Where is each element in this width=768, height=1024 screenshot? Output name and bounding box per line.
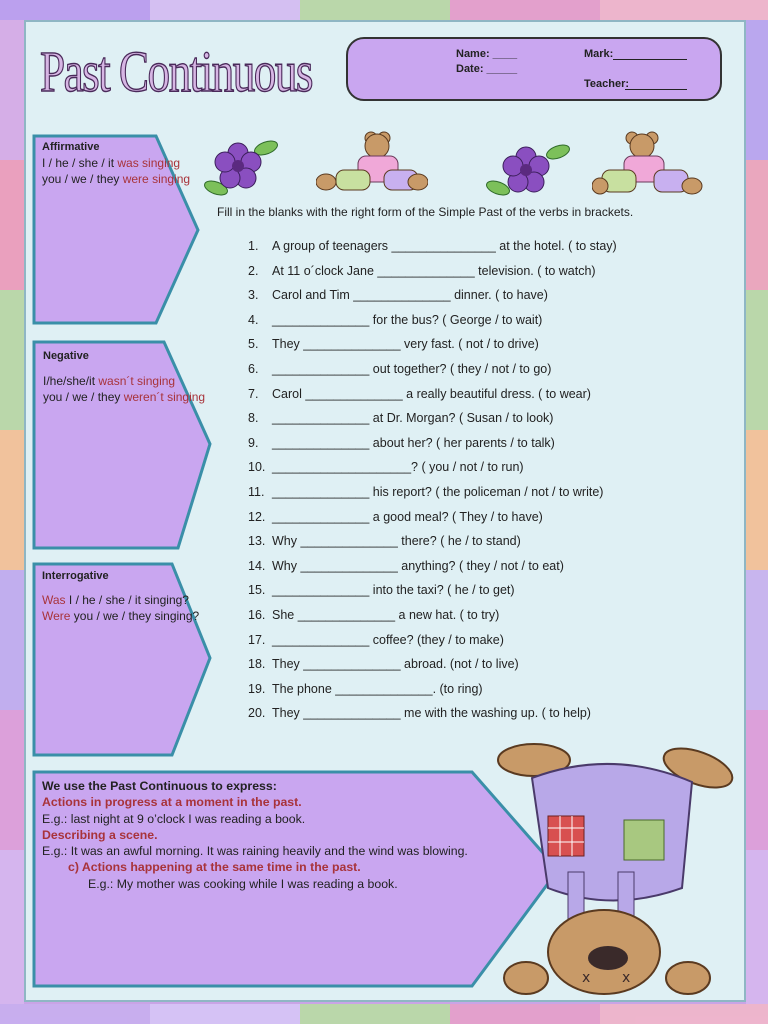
- flower-icon: [204, 140, 278, 196]
- affirmative-box: Affirmative I / he / she / it was singin…: [32, 134, 202, 326]
- teddy-bear-icon: [316, 131, 428, 191]
- exercise-item: 5.They ______________ very fast. ( not /…: [248, 337, 539, 352]
- student-info-box: Name: ____ Date: _____ Mark: Teacher:: [346, 37, 722, 101]
- usage-b-example: E.g.: It was an awful morning. It was ra…: [42, 844, 468, 859]
- negative-line-1: I/he/she/it wasn´t singing: [43, 374, 176, 388]
- negative-box: Negative I/he/she/it wasn´t singing you …: [32, 340, 214, 552]
- affirmative-line-2: you / we / they were singing: [42, 172, 191, 186]
- exercise-item: 13.Why ______________ there? ( he / to s…: [248, 534, 521, 549]
- interrogative-heading: Interrogative: [42, 570, 109, 582]
- exercise-item: 4.______________ for the bus? ( George /…: [248, 312, 543, 327]
- usage-a-example: E.g.: last night at 9 o’clock I was read…: [42, 811, 306, 826]
- mark-label: Mark:: [584, 48, 614, 60]
- exercise-item: 12.______________ a good meal? ( They / …: [248, 509, 543, 524]
- negative-line-2: you / we / they weren´t singing: [43, 390, 206, 404]
- negative-heading: Negative: [43, 350, 89, 362]
- mark-field: Mark:: [584, 48, 688, 60]
- teddy-bear-icon-2: [592, 131, 703, 195]
- exercise-item: 14.Why ______________ anything? ( they /…: [248, 558, 564, 573]
- usage-b-title: Describing a scene.: [42, 827, 158, 842]
- exercise-item: 6.______________ out together? ( they / …: [248, 361, 552, 376]
- affirmative-heading: Affirmative: [42, 141, 100, 153]
- name-label: Name: ____: [456, 48, 518, 60]
- interrogative-line-1: Was I / he / she / it singing?: [42, 593, 189, 607]
- exercise-item: 3.Carol and Tim ______________ dinner. (…: [248, 288, 548, 303]
- instructions: Fill in the blanks with the right form o…: [217, 205, 634, 219]
- usage-c-title: c) Actions happening at the same time in…: [68, 860, 361, 875]
- usage-text: We use the Past Continuous to express: A…: [42, 778, 468, 892]
- exercise-item: 18.They ______________ abroad. (not / to…: [248, 657, 519, 672]
- upside-down-teddy-bear-icon: x x: [497, 743, 734, 995]
- exercise-item: 16.She ______________ a new hat. ( to tr…: [248, 607, 500, 622]
- teacher-label: Teacher:: [584, 78, 630, 90]
- interrogative-arrow-shape: [32, 562, 212, 757]
- exercise-item: 8.______________ at Dr. Morgan? ( Susan …: [248, 411, 554, 426]
- date-label: Date: _____: [456, 63, 518, 75]
- exercise-item: 11.______________ his report? ( the poli…: [248, 484, 604, 499]
- svg-text:x: x: [622, 970, 630, 986]
- page-title: Past Continuous: [39, 38, 314, 104]
- exercise-item: 19.The phone ______________. (to ring): [248, 681, 483, 696]
- usage-c-example: E.g.: My mother was cooking while I was …: [88, 876, 398, 891]
- usage-box: [32, 770, 562, 990]
- teacher-field: Teacher:: [584, 78, 688, 90]
- exercise-item: 10.____________________? ( you / not / t…: [248, 460, 524, 475]
- exercise-item: 20.They ______________ me with the washi…: [248, 706, 591, 721]
- interrogative-line-2: Were you / we / they singing?: [42, 609, 200, 623]
- usage-arrow-shape: [32, 770, 560, 988]
- exercise-item: 9.______________ about her? ( her parent…: [248, 435, 555, 450]
- interrogative-box: Interrogative Was I / he / she / it sing…: [32, 562, 214, 758]
- usage-a-title: Actions in progress at a moment in the p…: [42, 795, 302, 810]
- affirmative-arrow-shape: [32, 134, 200, 325]
- teacher-line: [625, 79, 688, 90]
- svg-text:x: x: [582, 970, 590, 986]
- exercise-item: 1.A group of teenagers _______________ a…: [248, 239, 617, 253]
- usage-heading: We use the Past Continuous to express:: [42, 779, 277, 793]
- negative-arrow-shape: [32, 340, 212, 550]
- exercise-item: 15.______________ into the taxi? ( he / …: [248, 583, 515, 598]
- exercise-list: 1.A group of teenagers _______________ a…: [248, 239, 617, 731]
- exercise-item: 17.______________ coffee? (they / to mak…: [248, 632, 504, 647]
- exercise-item: 7.Carol ______________ a really beautifu…: [248, 386, 591, 401]
- affirmative-line-1: I / he / she / it was singing: [42, 156, 181, 170]
- mark-line: [613, 49, 688, 60]
- flower-icon-2: [486, 144, 570, 196]
- exercise-item: 2.At 11 o´clock Jane ______________ tele…: [248, 263, 596, 278]
